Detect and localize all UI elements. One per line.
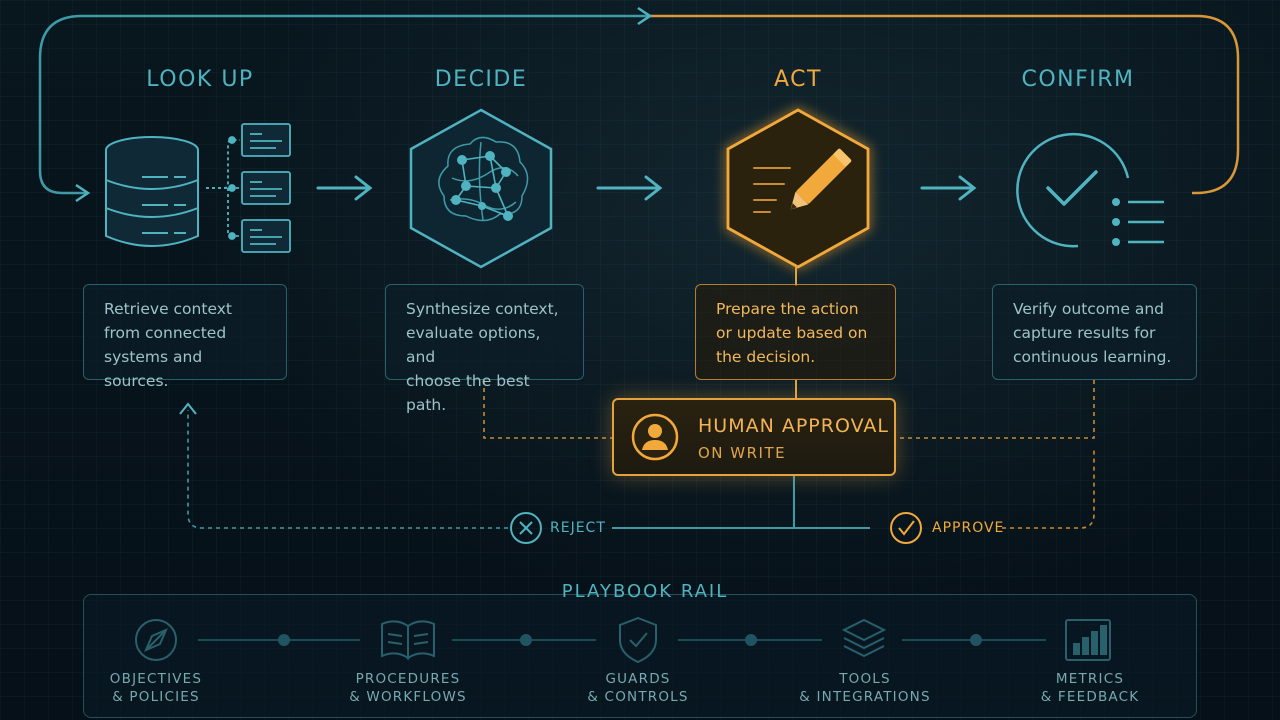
source-documents-icon [206,123,291,253]
database-icon [105,136,199,247]
rail-item-guards: GUARDS & CONTROLS [548,670,728,706]
approval-connectors [483,380,1095,439]
feedback-loop [38,6,1240,203]
desc-line: Synthesize context, [406,300,559,318]
desc-line: capture results for [1013,324,1156,342]
decide-description: Synthesize context, evaluate options, an… [385,284,584,414]
rail-item-line: & FEEDBACK [1040,689,1140,705]
desc-line: continuous learning. [1013,348,1172,366]
rail-item-metrics: METRICS & FEEDBACK [1000,670,1180,706]
stage-title-decide: DECIDE [434,67,528,92]
brain-network-icon [409,108,553,269]
rail-item-line: PROCEDURES [355,671,461,687]
stage-title-look-up: LOOK UP [146,67,254,92]
approval-subtitle: ON WRITE [698,444,787,462]
desc-line: choose the best path. [406,372,530,414]
desc-line: or update based on [716,324,868,342]
rail-item-line: GUARDS [605,671,671,687]
rail-item-line: & WORKFLOWS [349,689,467,705]
desc-line: from connected [104,324,227,342]
decision-lines [179,402,1095,529]
rail-item-line: TOOLS [839,671,891,687]
rail-title: PLAYBOOK RAIL [561,581,729,602]
rail-item-line: & CONTROLS [587,689,689,705]
approval-title: HUMAN APPROVAL [698,415,889,437]
approve-label: APPROVE [932,520,1005,536]
desc-line: Retrieve context [104,300,232,318]
rail-item-tools: TOOLS & INTEGRATIONS [775,670,955,706]
look-up-description: Retrieve context from connected systems … [83,284,287,390]
rail-item-procedures: PROCEDURES & WORKFLOWS [318,670,498,706]
checkmark-circle-icon [1016,132,1164,248]
confirm-description: Verify outcome and capture results for c… [992,284,1197,380]
pencil-edit-icon [726,108,870,269]
human-approval-box: HUMAN APPROVAL ON WRITE [612,398,896,476]
reject-label: REJECT [550,520,606,536]
desc-line: Prepare the action [716,300,859,318]
stage-arrows [316,175,977,201]
act-description: Prepare the action or update based on th… [695,284,896,380]
desc-line: the decision. [716,348,816,366]
rail-item-line: & POLICIES [112,689,200,705]
desc-line: systems and sources. [104,348,203,390]
playbook-rail [83,594,1197,718]
desc-line: evaluate options, and [406,324,541,366]
approve-icon [890,512,922,544]
loop-return-arrow-icon [75,183,91,203]
rail-item-line: OBJECTIVES [109,671,203,687]
stage-title-confirm: CONFIRM [1021,67,1135,92]
desc-line: Verify outcome and [1013,300,1165,318]
rail-item-line: & INTEGRATIONS [799,689,931,705]
rail-item-line: METRICS [1055,671,1125,687]
stage-title-act: ACT [774,67,822,92]
user-avatar-icon [631,413,679,461]
loop-arrow-icon [637,6,653,26]
reject-icon [510,512,542,544]
rail-item-objectives: OBJECTIVES & POLICIES [66,670,246,706]
